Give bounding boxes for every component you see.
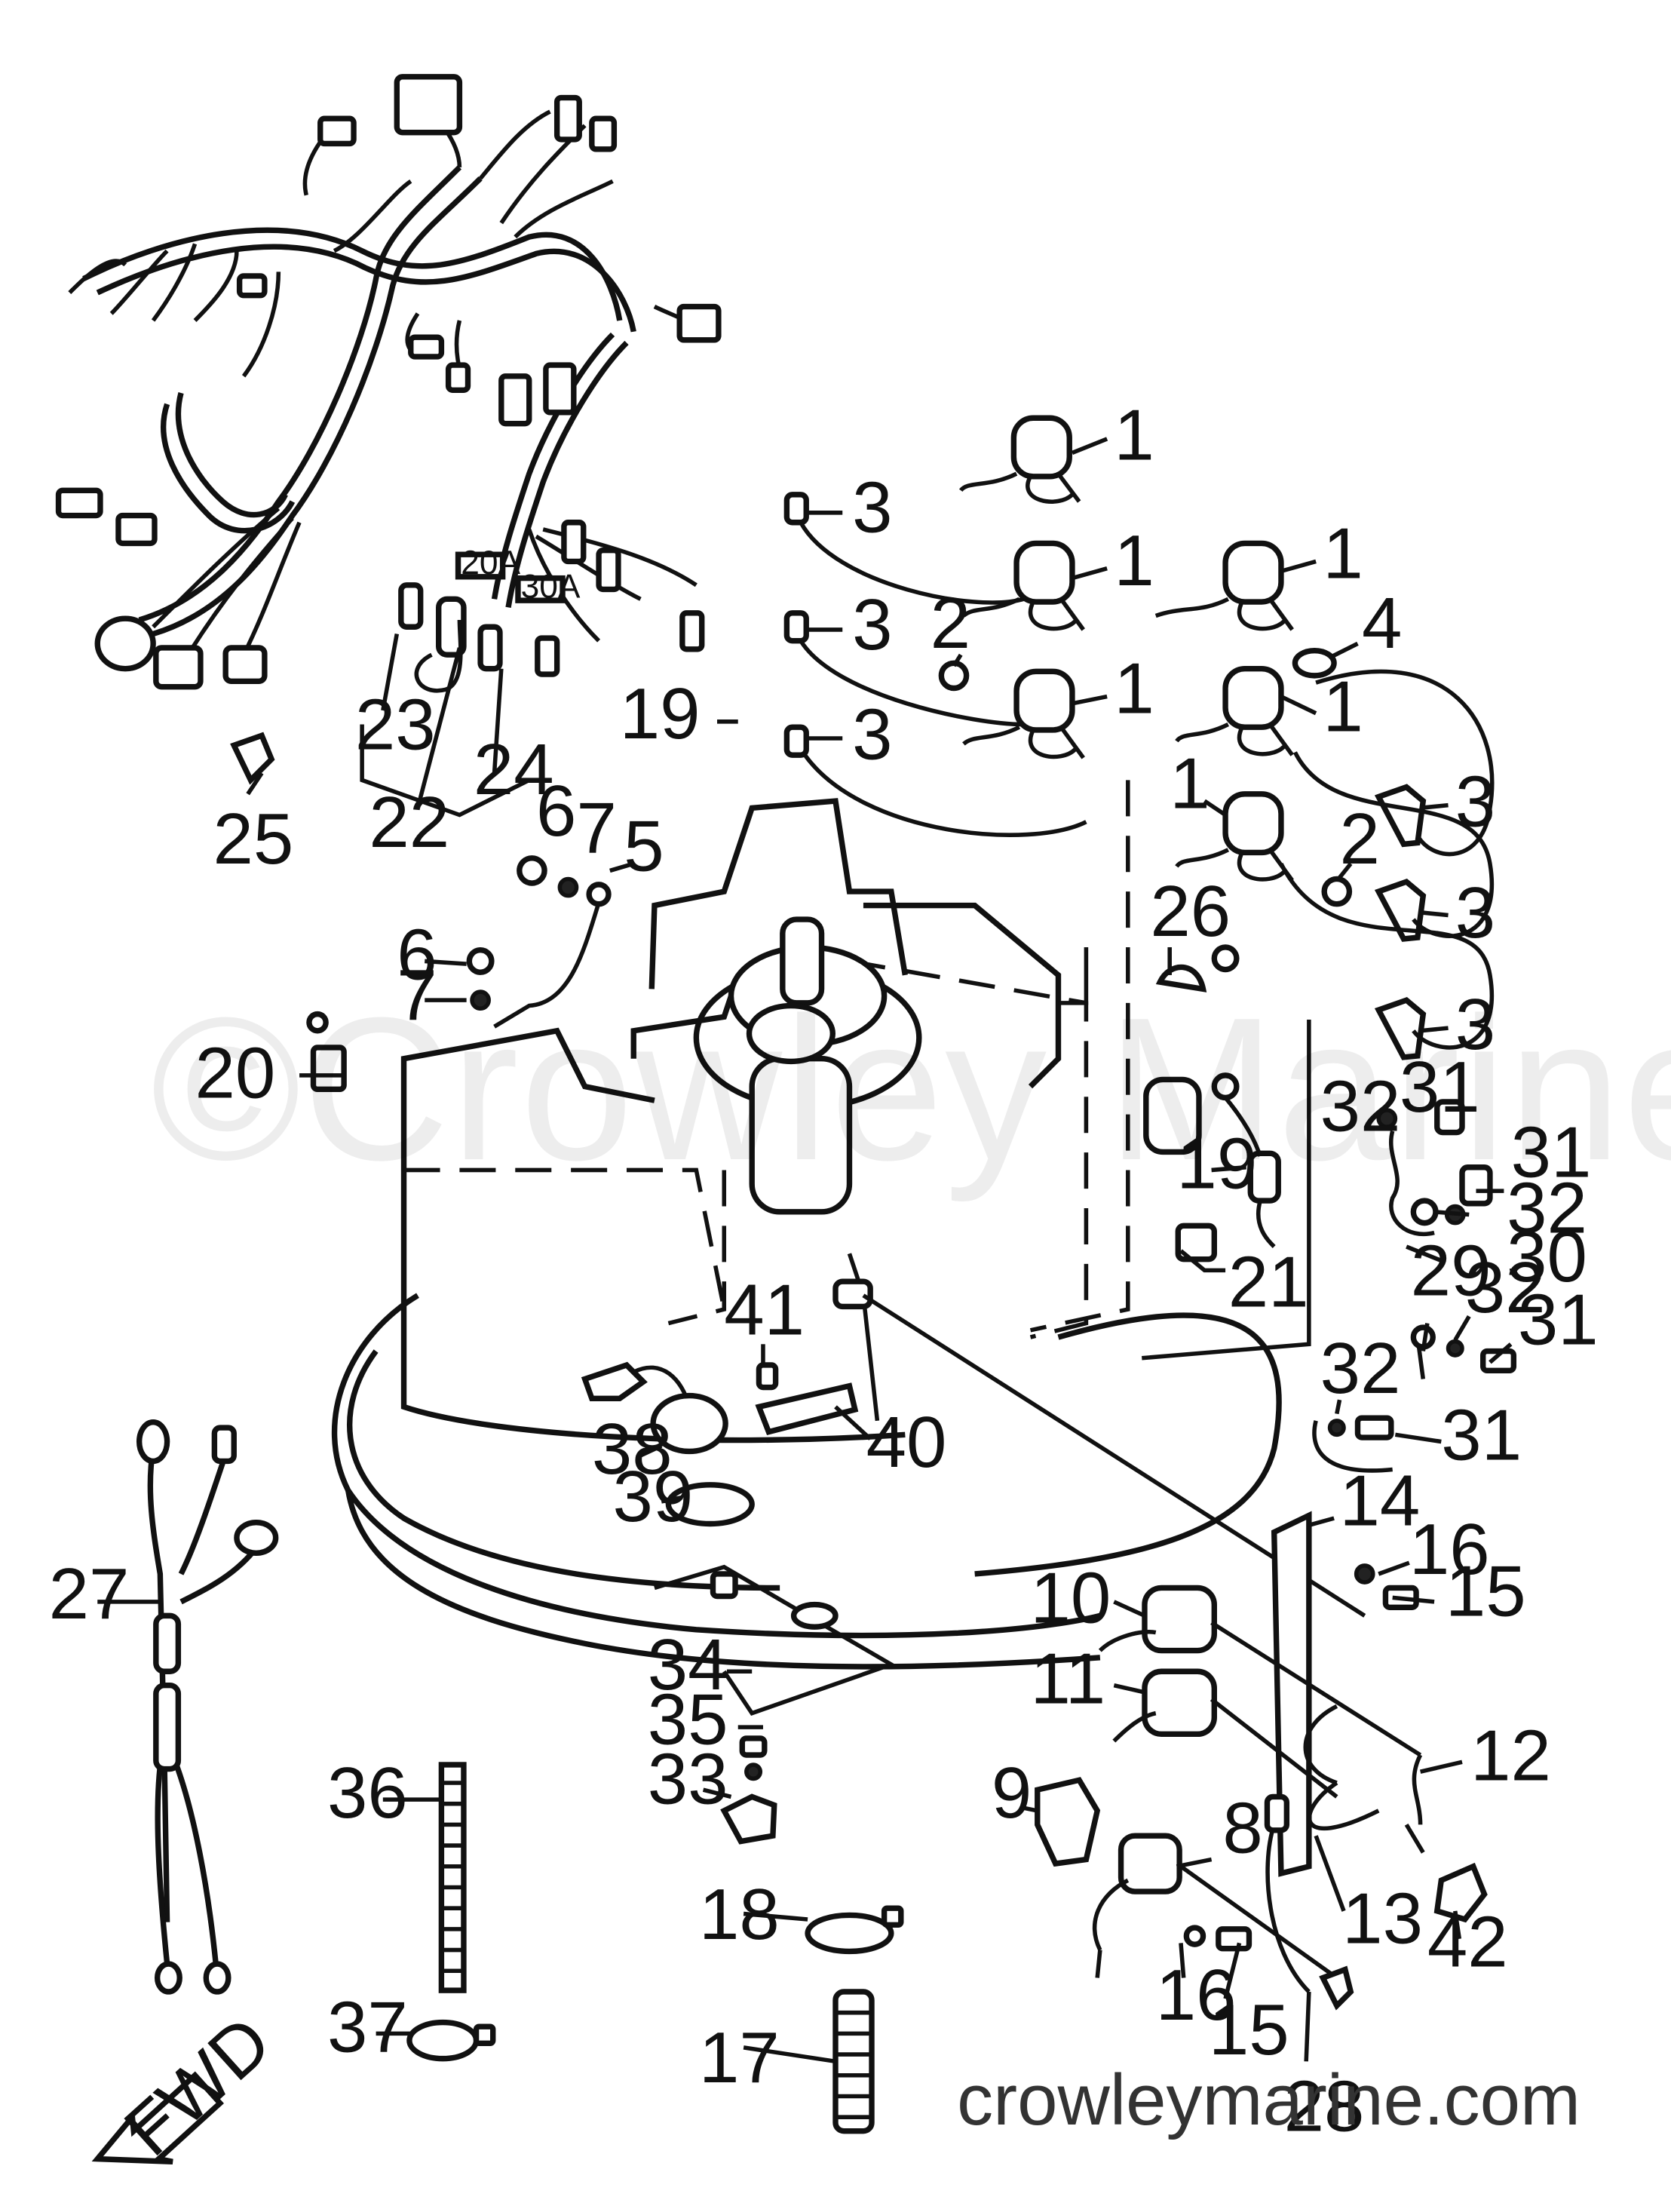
- callout-4[interactable]: 4: [1362, 583, 1402, 664]
- starter-solenoid: [1143, 1072, 1281, 1248]
- callout-26[interactable]: 26: [1150, 871, 1231, 952]
- callout-33[interactable]: 33: [648, 1739, 728, 1820]
- callout-20[interactable]: 20: [195, 1032, 276, 1113]
- callout-42[interactable]: 42: [1427, 1902, 1508, 1983]
- ignition-coil: [1175, 665, 1294, 756]
- callout-30[interactable]: 30: [1507, 1216, 1587, 1297]
- corrugated-tubes: [406, 1735, 904, 2134]
- callout-37[interactable]: 37: [327, 1987, 408, 2067]
- callout-labels: 1 1 1 1 1 1 2 2 3 3 3 3 3 3 4 5 6 6 7 7 …: [49, 395, 1599, 2147]
- callout-16[interactable]: 16: [1409, 1509, 1490, 1590]
- callout-28[interactable]: 28: [1284, 2066, 1365, 2147]
- callout-25[interactable]: 25: [213, 799, 294, 879]
- callout-2[interactable]: 2: [1339, 799, 1379, 879]
- main-wire-harness: 20A 30A: [55, 74, 722, 818]
- callout-3[interactable]: 3: [852, 584, 892, 665]
- callout-10[interactable]: 10: [1031, 1558, 1111, 1639]
- trim-sensor: [581, 1361, 859, 1527]
- callout-21[interactable]: 21: [1228, 1241, 1309, 1322]
- callout-13[interactable]: 13: [1342, 1878, 1423, 1959]
- battery-cable-assy: [136, 1419, 279, 1995]
- callout-1[interactable]: 1: [1170, 743, 1210, 824]
- callout-31[interactable]: 31: [1400, 1047, 1480, 1127]
- fuse-label-20a: 20A: [461, 545, 520, 581]
- small-hardware: [230, 647, 1353, 1093]
- callout-12[interactable]: 12: [1470, 1715, 1551, 1796]
- callout-3[interactable]: 3: [852, 695, 892, 775]
- callout-2[interactable]: 2: [931, 583, 970, 664]
- callout-3[interactable]: 3: [1455, 873, 1495, 953]
- bottom-cowling: [331, 1293, 1101, 1716]
- callout-1[interactable]: 1: [1323, 667, 1363, 747]
- callout-5[interactable]: 5: [624, 805, 664, 886]
- ignition-coils: [958, 415, 1294, 882]
- callout-41[interactable]: 41: [724, 1269, 805, 1350]
- callout-32[interactable]: 32: [1320, 1328, 1401, 1409]
- callout-34[interactable]: 34: [648, 1624, 728, 1705]
- callout-18[interactable]: 18: [699, 1874, 780, 1955]
- callout-29[interactable]: 29: [1411, 1231, 1492, 1312]
- powerhead-outline: [400, 780, 1282, 1577]
- callout-32[interactable]: 32: [1465, 1247, 1546, 1328]
- callout-23[interactable]: 23: [355, 685, 436, 765]
- callout-31[interactable]: 31: [1518, 1279, 1599, 1360]
- callout-7[interactable]: 7: [577, 787, 617, 868]
- callout-35[interactable]: 35: [648, 1679, 728, 1759]
- callout-leaders: [97, 437, 1513, 2064]
- ignition-coil: [1154, 540, 1294, 631]
- ignition-coil: [958, 415, 1081, 504]
- spark-plug-caps: [783, 492, 1495, 1060]
- callout-6[interactable]: 6: [536, 771, 576, 851]
- ignition-coil: [962, 540, 1085, 631]
- callout-16[interactable]: 16: [1156, 1955, 1237, 2036]
- callout-19[interactable]: 19: [1176, 1123, 1257, 1204]
- callout-15[interactable]: 15: [1446, 1551, 1526, 1631]
- callout-6[interactable]: 6: [397, 914, 437, 995]
- callout-27[interactable]: 27: [49, 1554, 130, 1634]
- fuse-label-30a: 30A: [521, 568, 581, 605]
- callout-15[interactable]: 15: [1209, 1990, 1289, 2070]
- callout-1[interactable]: 1: [1114, 649, 1154, 729]
- callout-24[interactable]: 24: [474, 729, 554, 810]
- callout-31[interactable]: 31: [1441, 1395, 1522, 1476]
- callout-32[interactable]: 32: [1320, 1066, 1401, 1147]
- callout-14[interactable]: 14: [1339, 1460, 1420, 1541]
- footer-url[interactable]: crowleymarine.com: [957, 2060, 1581, 2140]
- callout-11[interactable]: 11: [1031, 1639, 1106, 1720]
- callout-36[interactable]: 36: [327, 1753, 408, 1833]
- callout-17[interactable]: 17: [699, 2017, 780, 2098]
- callout-38[interactable]: 38: [592, 1409, 673, 1489]
- callout-3[interactable]: 3: [1455, 984, 1495, 1065]
- callout-39[interactable]: 39: [613, 1456, 694, 1537]
- callout-31[interactable]: 31: [1511, 1112, 1592, 1193]
- callout-8[interactable]: 8: [1222, 1787, 1262, 1868]
- callout-9[interactable]: 9: [992, 1753, 1032, 1833]
- ignition-coil: [962, 668, 1085, 759]
- callout-40[interactable]: 40: [866, 1402, 947, 1483]
- callout-1[interactable]: 1: [1114, 395, 1154, 476]
- callout-1[interactable]: 1: [1323, 514, 1363, 594]
- callout-3[interactable]: 3: [852, 468, 892, 548]
- callout-3[interactable]: 3: [1455, 761, 1495, 842]
- electrical-components: [581, 1020, 1517, 2011]
- relay-bracket: [1035, 1511, 1488, 2011]
- callout-7[interactable]: 7: [397, 955, 437, 1035]
- fwd-arrow-icon: FWD: [91, 2001, 286, 2171]
- callout-1[interactable]: 1: [1114, 520, 1154, 601]
- callout-32[interactable]: 32: [1507, 1168, 1587, 1249]
- callout-22[interactable]: 22: [369, 782, 449, 863]
- callout-19[interactable]: 19: [620, 673, 701, 754]
